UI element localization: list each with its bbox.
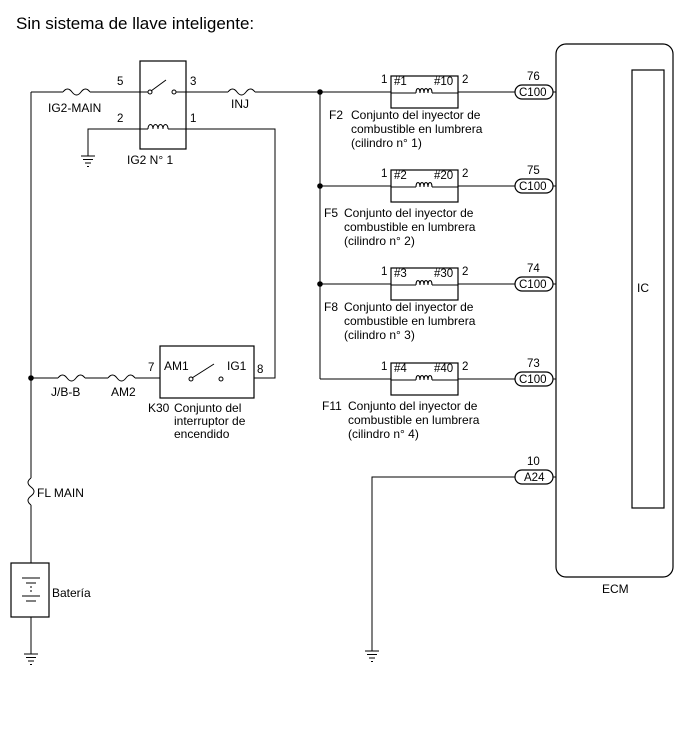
switch-ig1-label: IG1 (227, 359, 247, 373)
injector-1-in-label: #1 (394, 76, 407, 88)
connector-c100-3-label: C100 (519, 279, 547, 291)
injector-2-code: F5 (324, 206, 338, 220)
injector-4-in-label: #4 (394, 363, 407, 375)
battery-icon (22, 577, 40, 602)
fuse-am2-icon (107, 374, 136, 382)
connector-a24-label: A24 (524, 472, 545, 484)
injector-2-out-label: #20 (434, 170, 453, 182)
fuse-inj-icon (227, 88, 256, 96)
fuse-ig2-main-label: IG2-MAIN (48, 101, 101, 115)
injector-1-desc-2: combustible en lumbrera (351, 122, 483, 136)
injector-3-code: F8 (324, 300, 338, 314)
relay-coil-icon (140, 124, 186, 130)
switch-pin-8: 8 (257, 364, 263, 376)
connector-c100-1-label: C100 (519, 87, 547, 99)
injector-4-desc-1: Conjunto del inyector de (348, 399, 478, 413)
injector-2-pin-left: 1 (381, 168, 387, 180)
switch-desc-2: interruptor de (174, 414, 246, 428)
fuse-jb-b-icon (57, 374, 86, 382)
injector-4-pin-left: 1 (381, 361, 387, 373)
fuse-inj-label: INJ (231, 97, 249, 111)
fuse-fl-main-label: FL MAIN (37, 486, 84, 500)
injector-2-pin-right: 2 (462, 168, 468, 180)
switch-desc-1: Conjunto del (174, 401, 241, 415)
injector-2-desc-2: combustible en lumbrera (344, 220, 476, 234)
switch-code: K30 (148, 401, 170, 415)
e1-conn-pin: 10 (527, 456, 540, 468)
injector-2-conn-pin: 75 (527, 165, 540, 177)
injector-1-desc-3: (cilindro n° 1) (351, 136, 422, 150)
wire-relay-ground (87, 128, 140, 156)
injector-4-code: F11 (322, 399, 342, 413)
injector-4-out-label: #40 (434, 363, 453, 375)
injector-2-desc-1: Conjunto del inyector de (344, 206, 474, 220)
injector-1-conn-pin: 76 (527, 71, 540, 83)
injector-4-coil-icon (415, 375, 433, 381)
injector-3-conn-pin: 74 (527, 263, 540, 275)
injector-3-desc-3: (cilindro n° 3) (344, 328, 415, 342)
fuse-jb-b-label: J/B-B (51, 385, 80, 399)
injector-3-desc-1: Conjunto del inyector de (344, 300, 474, 314)
ecm-label: ECM (602, 582, 629, 596)
injector-3-pin-left: 1 (381, 266, 387, 278)
injector-4-desc-3: (cilindro n° 4) (348, 427, 419, 441)
injector-1-pin-right: 2 (462, 74, 468, 86)
injector-4-desc-2: combustible en lumbrera (348, 413, 480, 427)
injector-1-coil-icon (415, 88, 433, 94)
connector-c100-2 (514, 178, 554, 194)
switch-pin-7: 7 (148, 362, 154, 374)
wire-e1-ground (371, 476, 556, 651)
relay-pin-5: 5 (117, 76, 123, 88)
ecm-ic-box (631, 69, 665, 509)
relay-pin-2: 2 (117, 113, 123, 125)
fuse-am2-label: AM2 (111, 385, 136, 399)
injector-3-in-label: #3 (394, 268, 407, 280)
injector-4-conn-pin: 73 (527, 358, 540, 370)
injector-1-pin-left: 1 (381, 74, 387, 86)
battery-label: Batería (52, 586, 91, 600)
relay-pin-1: 1 (190, 113, 196, 125)
ecm-ic-label: IC (637, 281, 649, 295)
ground-relay-icon (81, 155, 95, 167)
ground-battery-icon (24, 653, 38, 665)
relay-pin-3: 3 (190, 76, 196, 88)
connector-c100-4-label: C100 (519, 374, 547, 386)
injector-2-coil-icon (415, 182, 433, 188)
injector-2-in-label: #2 (394, 170, 407, 182)
fuse-ig2-main-icon (62, 88, 91, 96)
page-title: Sin sistema de llave inteligente: (16, 14, 254, 33)
injector-1-desc-1: Conjunto del inyector de (351, 108, 481, 122)
relay-contact-icon (140, 79, 186, 95)
ignition-switch-box (159, 345, 255, 399)
switch-desc-3: encendido (174, 427, 230, 441)
connector-c100-3 (514, 276, 554, 292)
connector-c100-2-label: C100 (519, 181, 547, 193)
switch-am1-label: AM1 (164, 359, 189, 373)
injector-1-code: F2 (329, 108, 343, 122)
connector-a24 (514, 469, 554, 485)
relay-name: IG2 N° 1 (127, 153, 173, 167)
battery-box (10, 562, 50, 618)
fuse-fl-main-icon (27, 477, 35, 506)
injector-4-pin-right: 2 (462, 361, 468, 373)
injector-2-desc-3: (cilindro n° 2) (344, 234, 415, 248)
switch-contact-icon (188, 363, 224, 382)
wire-relay-to-ig1 (186, 128, 276, 379)
injector-3-coil-icon (415, 280, 433, 286)
injector-3-desc-2: combustible en lumbrera (344, 314, 476, 328)
connector-c100-4 (514, 371, 554, 387)
injector-1-out-label: #10 (434, 76, 453, 88)
relay-ig2-box (139, 60, 187, 150)
ground-ecm-icon (365, 650, 379, 662)
injector-3-pin-right: 2 (462, 266, 468, 278)
injector-3-out-label: #30 (434, 268, 453, 280)
connector-c100-1 (514, 84, 554, 100)
